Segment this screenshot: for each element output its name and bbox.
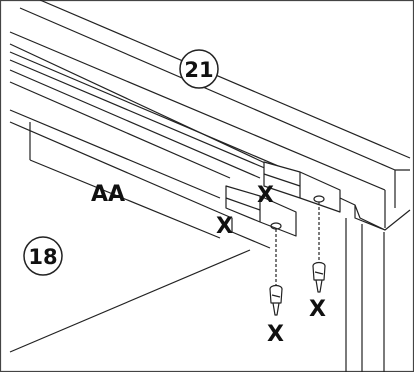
cabinet-sides: [9, 218, 385, 372]
callout-circle-21: [179, 49, 219, 89]
x-label-bracket-lower: X: [216, 214, 233, 239]
screw-right: [312, 261, 326, 293]
screw-left: [269, 284, 283, 316]
callout-circle-18: [23, 236, 63, 276]
rail-label-aa: AA: [91, 182, 125, 207]
callout-18: 18: [28, 245, 57, 269]
lower-rail-aa: [9, 109, 271, 249]
bracket-lower: [225, 185, 297, 285]
x-label-screw-right: X: [309, 297, 326, 322]
x-label-screw-left: X: [267, 322, 284, 347]
callout-21: 21: [184, 58, 213, 82]
top-board: [9, 0, 411, 231]
x-label-bracket-upper: X: [257, 183, 274, 208]
bracket-upper: [263, 161, 341, 262]
